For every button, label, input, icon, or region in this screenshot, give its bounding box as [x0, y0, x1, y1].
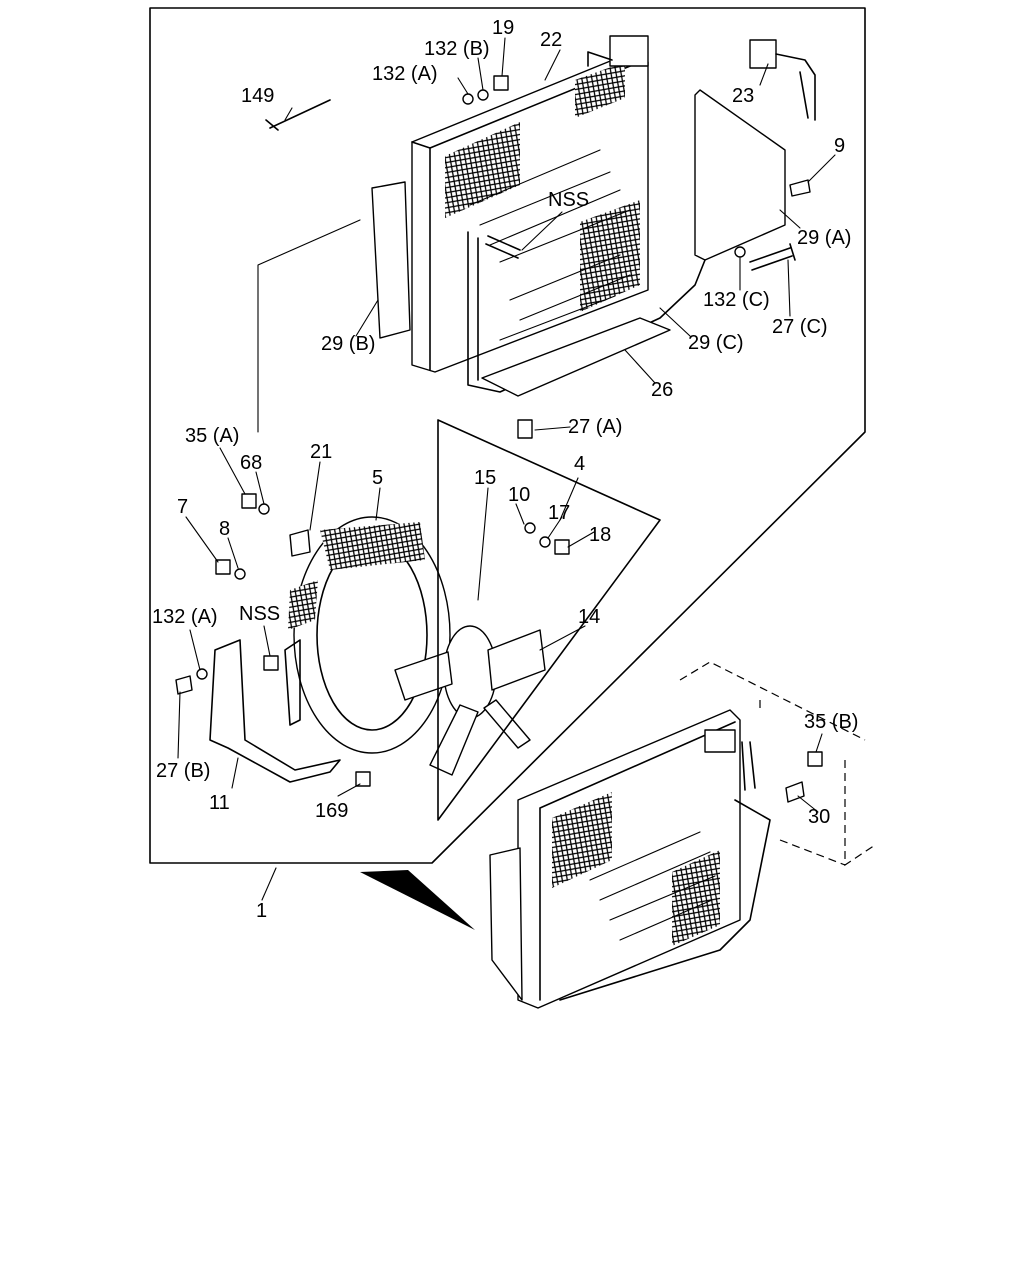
callout-4: 4 — [574, 453, 585, 475]
clip-149 — [265, 99, 331, 131]
side-bracket-29b — [371, 181, 411, 339]
nut-35a — [241, 493, 257, 509]
nut-7 — [215, 559, 231, 575]
radiator-core — [411, 35, 649, 373]
washer-17 — [539, 536, 551, 548]
nut-18 — [554, 539, 570, 555]
nut-nss-bot — [263, 655, 279, 671]
callout-nss-top: NSS — [548, 189, 589, 211]
washer-132a-top — [462, 93, 474, 105]
assembled-unit — [489, 709, 771, 1009]
callout-23: 23 — [732, 85, 754, 107]
washer-68 — [258, 503, 270, 515]
callout-22: 22 — [540, 29, 562, 51]
callout-18: 18 — [589, 524, 611, 546]
bolt-9 — [789, 179, 811, 197]
lower-bracket-11 — [209, 639, 341, 783]
callout-21: 21 — [310, 441, 332, 463]
clip-21 — [289, 529, 311, 557]
exploded-view-frame — [149, 7, 866, 864]
callout-5: 5 — [372, 467, 383, 489]
callout-nss-bot: NSS — [239, 603, 280, 625]
washer-10 — [524, 522, 536, 534]
washer-132a-bot — [196, 668, 208, 680]
callout-132a-bot: 132 (A) — [152, 606, 218, 628]
callout-9: 9 — [834, 135, 845, 157]
mount-leader — [257, 219, 361, 433]
washer-132c — [734, 246, 746, 258]
callout-26: 26 — [651, 379, 673, 401]
callout-132a-top: 132 (A) — [372, 63, 438, 85]
callout-68: 68 — [240, 452, 262, 474]
thermo-switch — [749, 39, 816, 121]
callout-17: 17 — [548, 502, 570, 524]
callout-27b: 27 (B) — [156, 760, 210, 782]
washer-132b — [477, 89, 489, 101]
callout-149: 149 — [241, 85, 274, 107]
callout-7: 7 — [177, 496, 188, 518]
callout-11: 11 — [209, 792, 230, 814]
bottom-strap-26 — [481, 317, 671, 397]
callout-35b: 35 (B) — [804, 711, 858, 733]
callout-14: 14 — [578, 606, 600, 628]
callout-132c: 132 (C) — [703, 289, 770, 311]
bolt-27a — [517, 419, 533, 439]
callout-1: 1 — [256, 900, 267, 922]
callout-169: 169 — [315, 800, 348, 822]
callout-30: 30 — [808, 806, 830, 828]
vehicle-frame-outline — [679, 661, 876, 867]
callout-27a: 27 (A) — [568, 416, 622, 438]
fan-shaft — [437, 419, 661, 821]
washer-8 — [234, 568, 246, 580]
callout-29c: 29 (C) — [688, 332, 744, 354]
bolt-27c — [749, 243, 796, 271]
nut-35b — [807, 751, 823, 767]
callout-15: 15 — [474, 467, 496, 489]
callout-8: 8 — [219, 518, 230, 540]
callout-29b: 29 (B) — [321, 333, 375, 355]
side-bracket-29a — [694, 89, 786, 261]
callout-19: 19 — [492, 17, 514, 39]
callout-27c: 27 (C) — [772, 316, 828, 338]
assembly-arrow — [360, 870, 475, 930]
bolt-27b — [175, 675, 193, 695]
nut-19 — [493, 75, 509, 91]
leader-lines — [177, 37, 836, 901]
callout-10: 10 — [508, 484, 530, 506]
callout-29a: 29 (A) — [797, 227, 851, 249]
callout-132b: 132 (B) — [424, 38, 490, 60]
callout-35a: 35 (A) — [185, 425, 239, 447]
bolt-nss-top — [485, 235, 521, 259]
bolt-169 — [355, 771, 371, 787]
